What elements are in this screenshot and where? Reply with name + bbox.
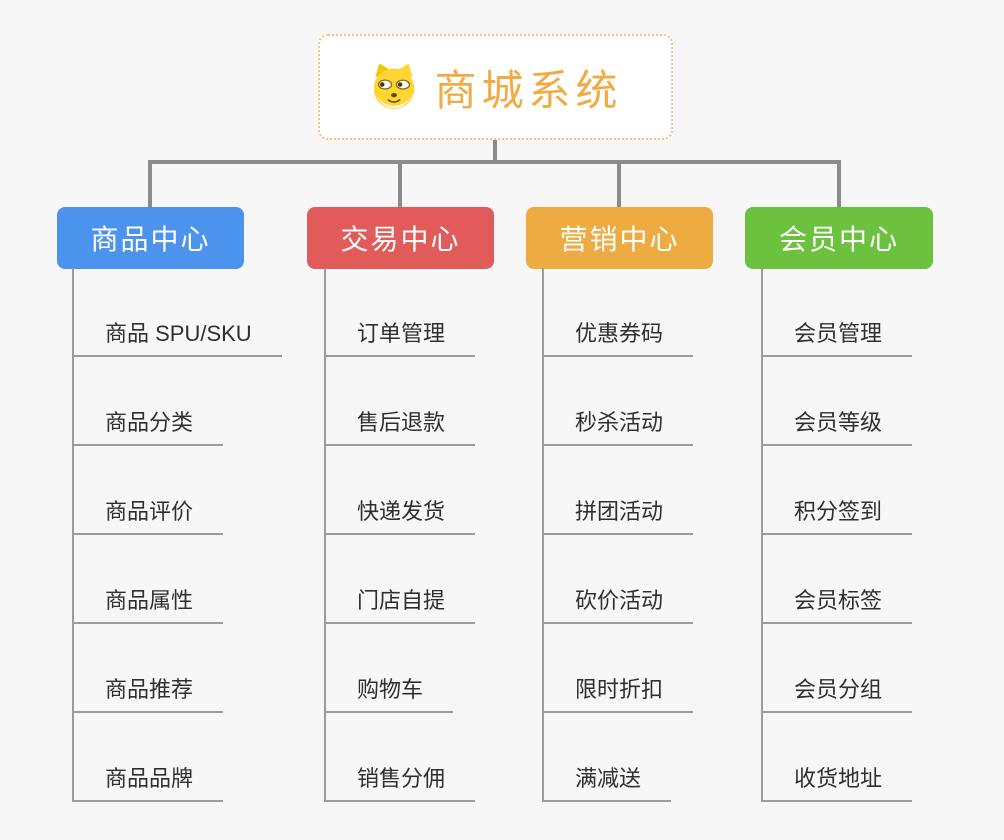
leaf-node[interactable]: 秒杀活动 xyxy=(542,408,694,446)
root-node-mall-system[interactable]: 商城系统 xyxy=(318,34,673,140)
leaf-node[interactable]: 商品品牌 xyxy=(72,764,224,802)
connector-drop-trade xyxy=(398,160,402,208)
leaf-node[interactable]: 购物车 xyxy=(324,675,454,713)
leaf-node[interactable]: 会员分组 xyxy=(761,675,913,713)
connector-horizontal-bar xyxy=(148,160,841,164)
branch-node-product-center[interactable]: 商品中心 xyxy=(57,207,244,269)
leaf-node[interactable]: 限时折扣 xyxy=(542,675,694,713)
root-title: 商城系统 xyxy=(434,66,623,114)
leaf-node[interactable]: 订单管理 xyxy=(324,319,476,357)
trunk-line-member xyxy=(761,268,763,802)
branch-node-marketing-center[interactable]: 营销中心 xyxy=(526,207,713,269)
branch-node-member-center[interactable]: 会员中心 xyxy=(745,207,933,269)
leaf-node[interactable]: 商品属性 xyxy=(72,586,224,624)
leaf-node[interactable]: 商品 SPU/SKU xyxy=(72,319,282,357)
leaf-node[interactable]: 商品分类 xyxy=(72,408,224,446)
trunk-line-marketing xyxy=(542,268,544,802)
leaf-node[interactable]: 会员标签 xyxy=(761,586,913,624)
leaf-node[interactable]: 会员管理 xyxy=(761,319,913,357)
leaf-node[interactable]: 收货地址 xyxy=(761,764,913,802)
leaf-node[interactable]: 门店自提 xyxy=(324,586,476,624)
branch-node-trade-center[interactable]: 交易中心 xyxy=(307,207,494,269)
leaf-node[interactable]: 拼团活动 xyxy=(542,497,694,535)
connector-drop-marketing xyxy=(617,160,621,208)
leaf-node[interactable]: 积分签到 xyxy=(761,497,913,535)
connector-drop-member xyxy=(837,160,841,208)
dog-face-icon xyxy=(374,63,415,109)
connector-drop-product xyxy=(148,160,152,208)
leaf-node[interactable]: 会员等级 xyxy=(761,408,913,446)
leaf-node[interactable]: 商品推荐 xyxy=(72,675,224,713)
connector-root-stem xyxy=(493,140,497,162)
leaf-node[interactable]: 优惠券码 xyxy=(542,319,694,357)
leaf-node[interactable]: 商品评价 xyxy=(72,497,224,535)
trunk-line-product xyxy=(72,268,74,802)
leaf-node[interactable]: 快递发货 xyxy=(324,497,476,535)
leaf-node[interactable]: 售后退款 xyxy=(324,408,476,446)
leaf-node[interactable]: 砍价活动 xyxy=(542,586,694,624)
leaf-node[interactable]: 销售分佣 xyxy=(324,764,476,802)
trunk-line-trade xyxy=(324,268,326,802)
leaf-node[interactable]: 满减送 xyxy=(542,764,672,802)
